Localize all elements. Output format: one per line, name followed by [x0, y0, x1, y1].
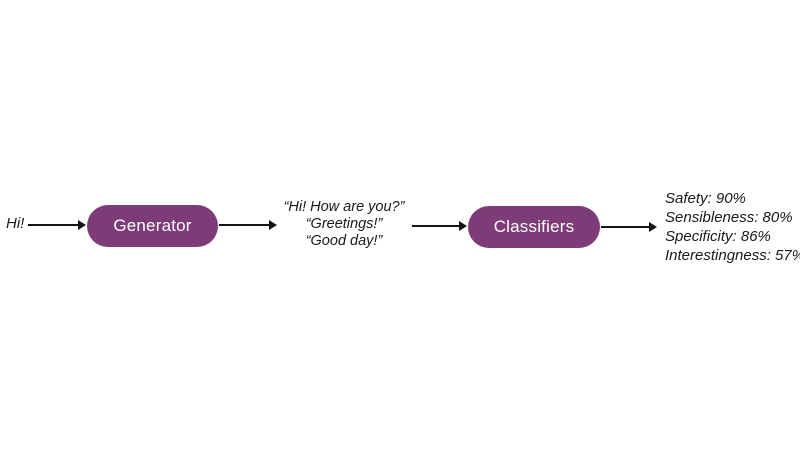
score-specificity: Specificity: 86% — [665, 228, 771, 245]
input-label: Hi! — [6, 215, 25, 232]
generator-label: Generator — [113, 216, 192, 235]
classifiers-node: Classifiers — [468, 206, 600, 248]
score-interestingness: Interestingness: 57% — [665, 247, 800, 264]
arrow-input-to-generator — [28, 220, 86, 230]
score-safety: Safety: 90% — [665, 190, 746, 207]
candidate-response-3: “Good day!” — [305, 233, 383, 249]
classifiers-label: Classifiers — [493, 217, 575, 236]
score-sensibleness: Sensibleness: 80% — [665, 209, 793, 226]
arrow-candidates-to-classifiers — [412, 221, 467, 231]
candidate-response-2: “Greetings!” — [305, 216, 383, 232]
classifier-scores: Safety: 90% Sensibleness: 80% Specificit… — [665, 189, 800, 265]
generator-node: Generator — [87, 205, 218, 247]
arrow-generator-to-candidates — [219, 220, 277, 230]
candidate-response-1: “Hi! How are you?” — [283, 199, 405, 215]
arrow-classifiers-to-scores — [601, 222, 657, 232]
candidate-responses: “Hi! How are you?” “Greetings!” “Good da… — [272, 199, 416, 250]
